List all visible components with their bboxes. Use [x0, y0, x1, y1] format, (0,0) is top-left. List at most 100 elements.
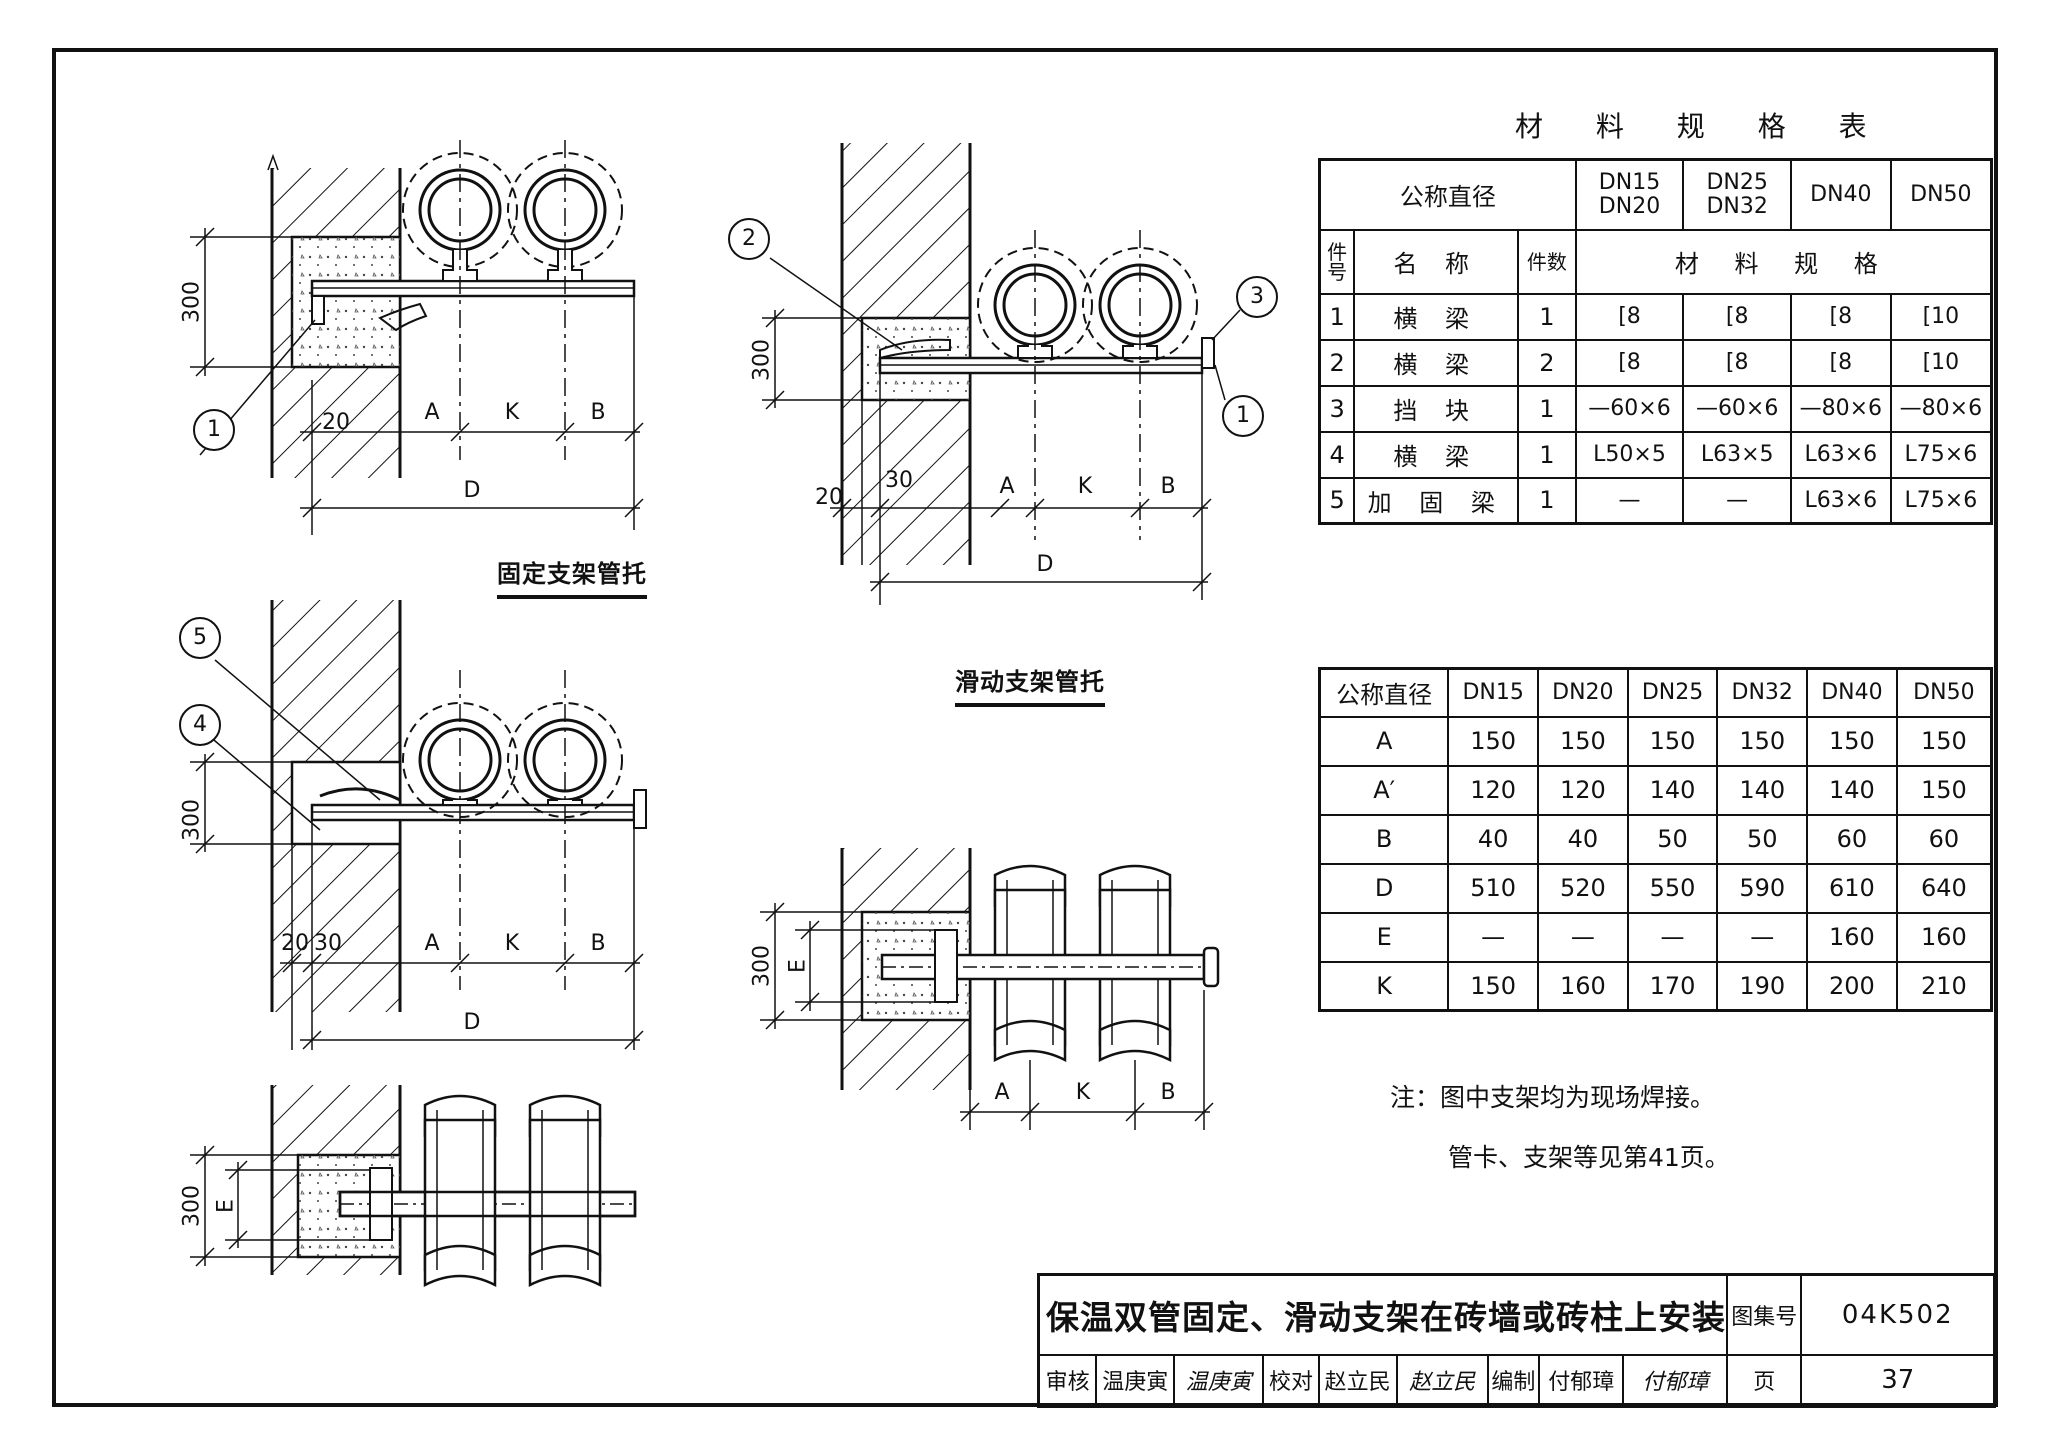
atlas-number: 04K502	[1800, 1273, 1996, 1356]
reviewer-name: 温庚寅	[1095, 1353, 1176, 1408]
dimension-value: 40	[1537, 813, 1629, 865]
page-label: 页	[1725, 1353, 1803, 1408]
dimension-key: A′	[1318, 764, 1450, 816]
dim-header-size: DN20	[1537, 667, 1629, 718]
dimension-value: 120	[1447, 764, 1540, 816]
dim-30-sliding: 30	[885, 468, 913, 493]
dimension-value: 160	[1895, 911, 1993, 963]
mat-header-qty: 件数	[1517, 228, 1577, 295]
material-spec: —	[1574, 476, 1685, 525]
dimension-value: 50	[1716, 813, 1809, 865]
fixed-support-elevation	[190, 140, 644, 535]
dim-20-reinforced: 20	[281, 931, 309, 956]
material-no: 1	[1318, 292, 1356, 341]
material-spec: [8	[1682, 292, 1792, 341]
dim-b-fixed: B	[590, 400, 606, 425]
callout-4: 4	[179, 704, 221, 746]
dimension-value: 50	[1626, 813, 1719, 865]
dim-a-sliding: A	[999, 474, 1015, 499]
material-qty: 1	[1517, 292, 1577, 341]
material-name: 横 梁	[1353, 338, 1520, 387]
material-no: 4	[1318, 430, 1356, 479]
material-name: 横 梁	[1353, 430, 1520, 479]
draw-label: 编制	[1486, 1353, 1540, 1408]
dim-b-sliding: B	[1160, 474, 1176, 499]
callout-2: 2	[728, 218, 770, 260]
dim-header-size: DN15	[1447, 667, 1540, 718]
atlas-label: 图集号	[1725, 1273, 1803, 1356]
review-label: 审核	[1037, 1353, 1098, 1408]
dim-a-reinforced: A	[424, 931, 440, 956]
material-spec: [8	[1789, 292, 1892, 341]
mat-header-spec: 材 料 规 格	[1574, 228, 1993, 295]
dimension-value: 150	[1895, 715, 1993, 767]
dimension-value: —	[1716, 911, 1809, 963]
dimension-value: 60	[1895, 813, 1993, 865]
dim-header-size: DN25	[1626, 667, 1719, 718]
dimension-value: 210	[1895, 960, 1993, 1012]
dim-d-fixed: D	[463, 478, 481, 503]
reinforced-support-elevation	[190, 600, 647, 1050]
material-spec: —60×6	[1682, 384, 1792, 433]
sliding-support-elevation	[762, 143, 1241, 605]
material-spec: L75×6	[1889, 476, 1993, 525]
dimension-value: 550	[1626, 862, 1719, 914]
dim-a-fixed: A	[424, 400, 440, 425]
dim-k-reinforced: K	[504, 931, 520, 956]
materials-table-title: 材 料 规 格 表	[1515, 110, 1889, 143]
dimension-value: 640	[1895, 862, 1993, 914]
dimension-key: B	[1318, 813, 1450, 865]
material-spec: —	[1682, 476, 1792, 525]
checker-name: 赵立民	[1317, 1353, 1398, 1408]
dimension-value: 120	[1537, 764, 1629, 816]
dim-300-plan-sliding: 300	[749, 945, 775, 987]
material-name: 横 梁	[1353, 292, 1520, 341]
dim-20-sliding: 20	[815, 485, 843, 510]
dim-300-sliding: 300	[749, 339, 775, 381]
dimension-value: 170	[1626, 960, 1719, 1012]
dim-k-plan-sliding: K	[1075, 1080, 1091, 1105]
dim-b-reinforced: B	[590, 931, 606, 956]
dim-header-nominal: 公称直径	[1318, 667, 1450, 718]
mat-header-nominal: 公称直径	[1318, 158, 1577, 231]
material-qty: 1	[1517, 430, 1577, 479]
material-no: 2	[1318, 338, 1356, 387]
dimension-value: 140	[1806, 764, 1898, 816]
mat-size-col: DN40	[1789, 158, 1892, 231]
dim-e-plan-sliding: E	[785, 959, 811, 973]
material-spec: [10	[1889, 292, 1993, 341]
material-spec: —60×6	[1574, 384, 1685, 433]
note-line-2: 管卡、支架等见第41页。	[1448, 1143, 1730, 1172]
dim-d-reinforced: D	[463, 1010, 481, 1035]
dim-b-plan-sliding: B	[1160, 1080, 1176, 1105]
material-spec: [8	[1574, 292, 1685, 341]
drawing-title: 保温双管固定、滑动支架在砖墙或砖柱上安装	[1037, 1273, 1728, 1356]
material-spec: —80×6	[1889, 384, 1993, 433]
material-no: 3	[1318, 384, 1356, 433]
dim-header-size: DN32	[1716, 667, 1809, 718]
callout-5: 5	[179, 617, 221, 659]
material-spec: [8	[1789, 338, 1892, 387]
material-qty: 1	[1517, 384, 1577, 433]
material-name: 加 固 梁	[1353, 476, 1520, 525]
dim-header-size: DN40	[1806, 667, 1898, 718]
dimension-value: 150	[1626, 715, 1719, 767]
dim-k-fixed: K	[504, 400, 520, 425]
dimension-value: 140	[1716, 764, 1809, 816]
material-spec: L63×5	[1682, 430, 1792, 479]
material-spec: [8	[1574, 338, 1685, 387]
title-block: 保温双管固定、滑动支架在砖墙或砖柱上安装 图集号 04K502 审核 温庚寅 温…	[1037, 1273, 1996, 1408]
material-qty: 2	[1517, 338, 1577, 387]
dimension-value: 150	[1447, 715, 1540, 767]
dim-a-plan-sliding: A	[994, 1080, 1010, 1105]
dimension-key: D	[1318, 862, 1450, 914]
dimension-value: 60	[1806, 813, 1898, 865]
dimension-value: 40	[1447, 813, 1540, 865]
mat-header-name: 名 称	[1353, 228, 1520, 295]
